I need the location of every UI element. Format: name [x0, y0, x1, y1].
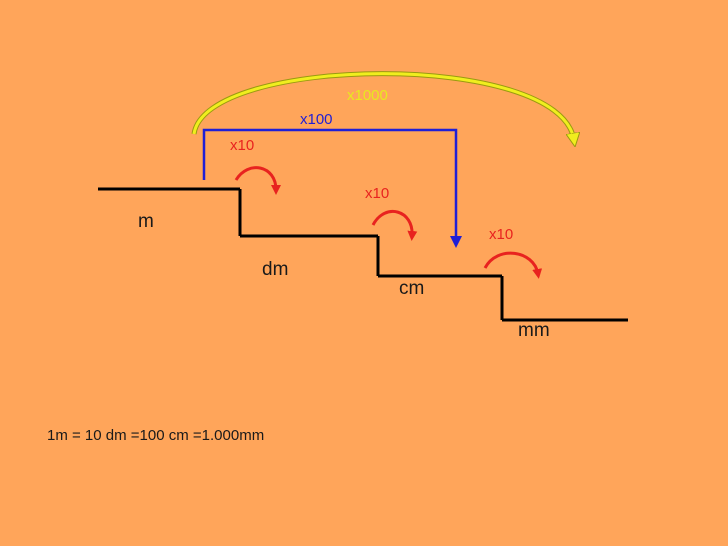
- label-x10-cm-mm: x10: [489, 226, 513, 243]
- x100-bracket-arrow: [202, 128, 462, 248]
- staircase: [98, 187, 628, 322]
- unit-label-cm: cm: [399, 278, 424, 299]
- equivalence-equation: 1m = 10 dm =100 cm =1.000mm: [47, 427, 264, 444]
- unit-label-mm: mm: [518, 320, 550, 341]
- step-arrow-dm-cm: [371, 209, 418, 241]
- label-x1000: x1000: [347, 87, 388, 104]
- unit-label-dm: dm: [262, 259, 288, 280]
- label-x10-m-dm: x10: [230, 137, 254, 154]
- x1000-arc-arrow-fill: [192, 72, 574, 140]
- label-x10-dm-cm: x10: [365, 185, 389, 202]
- step-arrow-cm-mm: [483, 251, 543, 279]
- label-x100: x100: [300, 111, 333, 128]
- unit-label-m: m: [138, 211, 154, 232]
- step-arrow-m-dm: [234, 166, 281, 195]
